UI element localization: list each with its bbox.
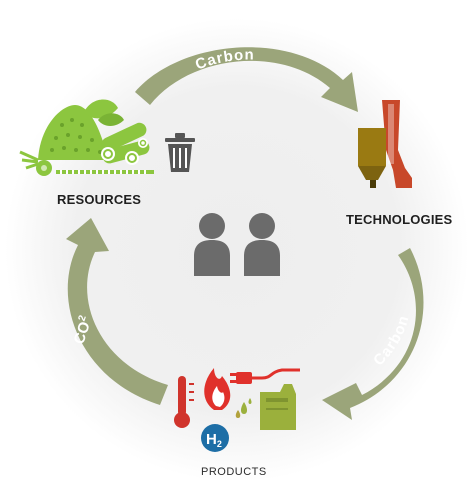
ground-line [56, 170, 154, 174]
people-icon [194, 213, 280, 276]
svg-text:H2: H2 [206, 431, 222, 449]
hydrogen-subscript: 2 [217, 439, 222, 449]
right-arrow [322, 248, 424, 420]
hydrogen-badge: H2 [201, 424, 229, 452]
logs-icon [101, 122, 150, 165]
power-plug-icon [230, 368, 300, 384]
grain-pile-icon [38, 105, 108, 160]
left-arrow-label: CO2 [70, 314, 96, 347]
jerrycan-icon [260, 384, 296, 430]
products-icon-group: H2 [174, 368, 300, 452]
left-arrow [66, 218, 168, 405]
resources-icon-group [19, 99, 195, 176]
top-arrow [135, 47, 358, 113]
technologies-label: TECHNOLOGIES [346, 212, 453, 227]
technology-machine-icon [358, 100, 412, 188]
droplet-icon [235, 398, 252, 418]
leaf-icon-2 [98, 113, 124, 126]
thermometer-icon [174, 376, 194, 428]
resources-label: RESOURCES [57, 192, 142, 207]
vegetable-icon [19, 150, 52, 176]
products-label: PRODUCTS [201, 466, 267, 478]
hydrogen-symbol: H [206, 431, 217, 448]
grain-pattern [50, 118, 102, 154]
trash-bin-icon [165, 133, 195, 172]
